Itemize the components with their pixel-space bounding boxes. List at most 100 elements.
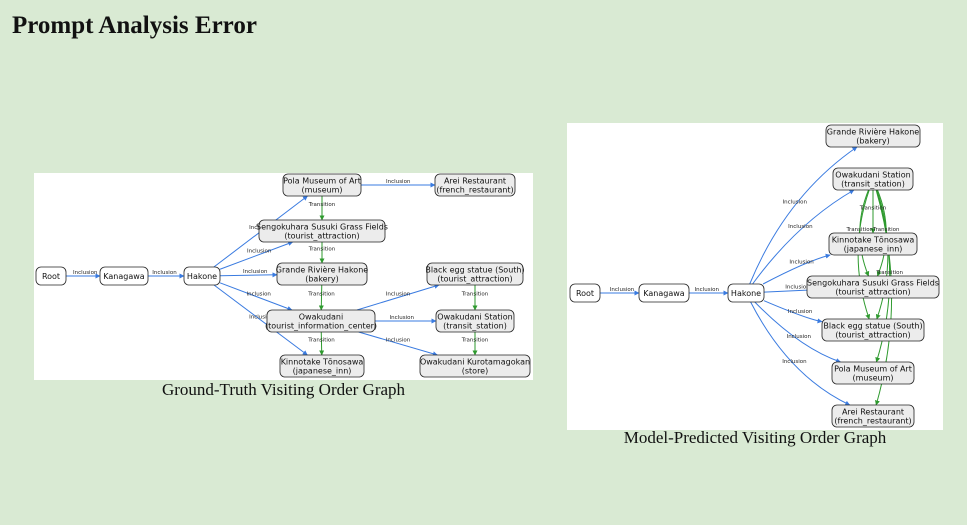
ground-truth-caption: Ground-Truth Visiting Order Graph xyxy=(161,380,406,399)
edge-label: Inclusion xyxy=(247,249,272,255)
node-blackegg: Black egg statue (South)(tourist_attract… xyxy=(821,318,925,342)
node-box xyxy=(279,354,365,378)
edge-hakone-to-blackegg xyxy=(763,300,823,324)
edge-label: Inclusion xyxy=(386,338,411,344)
edge-hakone-to-grande xyxy=(219,272,278,278)
node-label: Black egg statue (South) xyxy=(823,322,922,331)
node-box xyxy=(825,124,921,148)
edge-label: Transition xyxy=(875,270,903,276)
node-hakone: Hakone xyxy=(183,266,221,286)
node-label: (japanese_inn) xyxy=(844,245,903,254)
edge-hakone-to-arei xyxy=(750,301,851,406)
edge-owakudani-to-blackegg xyxy=(356,283,440,311)
node-box xyxy=(258,219,386,243)
node-label: Grande Rivière Hakone xyxy=(276,265,368,275)
node-label: Owakudani Station xyxy=(835,171,910,180)
node-label: Black egg statue (South) xyxy=(425,266,524,275)
edge-grande-to-owakudani xyxy=(318,284,324,311)
node-label: (bakery) xyxy=(305,275,339,284)
node-kanagawa: Kanagawa xyxy=(99,266,149,286)
predicted-caption: Model-Predicted Visiting Order Graph xyxy=(623,428,887,447)
node-label: (museum) xyxy=(301,186,342,195)
node-box xyxy=(434,173,516,197)
edge-label: Inclusion xyxy=(152,270,177,276)
edge-label: Inclusion xyxy=(788,309,813,315)
node-label: Owakudani xyxy=(299,313,343,322)
edge-hakone-to-sengokuhara xyxy=(219,241,294,270)
node-box xyxy=(282,173,362,197)
node-label: (japanese_inn) xyxy=(293,367,352,376)
node-grande: Grande Rivière Hakone(bakery) xyxy=(276,262,368,286)
node-box xyxy=(806,275,940,299)
node-label: Arei Restaurant xyxy=(842,408,904,417)
node-box xyxy=(183,266,221,286)
node-label: Pola Museum of Art xyxy=(283,177,361,186)
edge-label: Transition xyxy=(307,338,335,344)
edge-label: Inclusion xyxy=(789,259,814,265)
node-label: Arei Restaurant xyxy=(444,177,506,186)
node-kurotamagokan: Owakudani Kurotamagokan(store) xyxy=(419,354,531,378)
node-label: Kanagawa xyxy=(643,289,685,298)
node-box xyxy=(99,266,149,286)
node-label: (store) xyxy=(462,367,488,376)
edge-label: Inclusion xyxy=(783,200,808,206)
node-box xyxy=(426,262,524,286)
edge-label: Transition xyxy=(307,292,335,298)
edge-label: Inclusion xyxy=(247,291,272,297)
node-label: Root xyxy=(576,289,594,298)
node-label: Kanagawa xyxy=(103,272,145,281)
node-sengokuhara: Sengokuhara Susuki Grass Fields(tourist_… xyxy=(806,275,940,299)
node-label: (tourist_attraction) xyxy=(835,331,910,340)
edge-hakone-to-owstation xyxy=(752,189,855,285)
edge-label: Transition xyxy=(461,338,489,344)
node-box xyxy=(821,318,925,342)
edge-label: Transition xyxy=(845,227,873,233)
node-box xyxy=(828,232,918,256)
node-owakudani: Owakudani(tourist_information_center) xyxy=(265,309,377,333)
node-label: (transit_station) xyxy=(841,180,905,189)
node-box xyxy=(435,309,515,333)
node-label: Owakudani Station xyxy=(437,313,512,322)
edge-hakone-to-kinnotake xyxy=(213,284,308,356)
node-box xyxy=(831,404,915,428)
node-label: Sengokuhara Susuki Grass Fields xyxy=(807,279,939,288)
node-owstation: Owakudani Station(transit_station) xyxy=(832,167,914,191)
edge-label: Inclusion xyxy=(610,287,635,293)
edge-label: Inclusion xyxy=(788,224,813,230)
edge-hakone-to-grande xyxy=(749,146,858,285)
edge-owakudani-to-kurotamagokan xyxy=(358,331,438,357)
node-grande: Grande Rivière Hakone(bakery) xyxy=(825,124,921,148)
edge-label: Transition xyxy=(461,292,489,298)
node-label: (french_restaurant) xyxy=(834,417,911,426)
edge-hakone-to-pola xyxy=(754,301,842,363)
node-arei: Arei Restaurant(french_restaurant) xyxy=(434,173,516,197)
node-label: Hakone xyxy=(187,272,217,281)
node-box xyxy=(832,167,914,191)
node-label: (tourist_attraction) xyxy=(284,232,359,241)
edge-label: Transition xyxy=(872,227,900,233)
node-label: Kinnotake Tōnosawa xyxy=(281,358,364,367)
node-box xyxy=(831,361,915,385)
node-label: Grande Rivière Hakone xyxy=(827,127,919,137)
node-box xyxy=(727,283,765,303)
node-box xyxy=(266,309,376,333)
node-blackegg: Black egg statue (South)(tourist_attract… xyxy=(425,262,525,286)
node-label: (bakery) xyxy=(856,137,890,146)
node-label: (french_restaurant) xyxy=(436,186,513,195)
edge-label: Inclusion xyxy=(782,359,807,365)
edge-hakone-to-owakudani xyxy=(219,282,293,311)
node-kanagawa: Kanagawa xyxy=(638,283,690,303)
node-label: Sengokuhara Susuki Grass Fields xyxy=(256,223,388,232)
node-kinnotake: Kinnotake Tōnosawa(japanese_inn) xyxy=(828,232,918,256)
node-box xyxy=(569,283,601,303)
node-pola: Pola Museum of Art(museum) xyxy=(831,361,915,385)
node-kinnotake: Kinnotake Tōnosawa(japanese_inn) xyxy=(279,354,365,378)
edge-label: Transition xyxy=(308,202,336,208)
edge-label: Inclusion xyxy=(695,287,720,293)
node-owstation: Owakudani Station(transit_station) xyxy=(435,309,515,333)
node-box xyxy=(419,354,531,378)
